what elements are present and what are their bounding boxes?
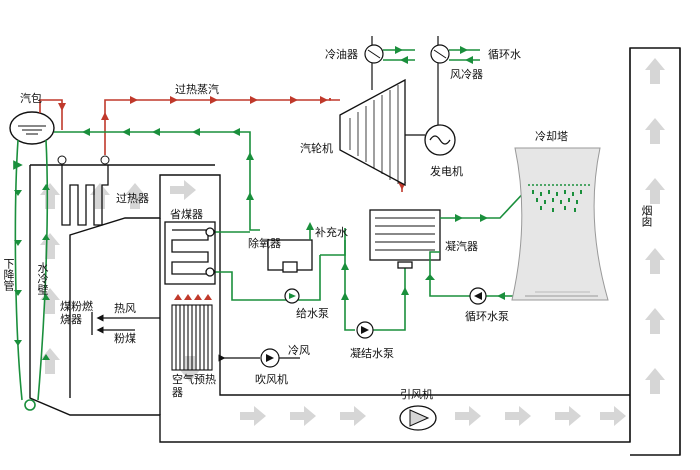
air-cooler	[430, 36, 450, 125]
label-pulverized-burner: 煤粉燃烧器	[60, 300, 93, 326]
label-steam-turbine: 汽轮机	[300, 141, 333, 155]
burner-feed-lines	[96, 314, 160, 334]
label-cooling-tower: 冷却塔	[535, 130, 568, 143]
label-water-wall-wrap: 水冷壁	[36, 262, 49, 295]
label-blower: 吹风机	[255, 372, 288, 386]
label-air-preheater-wrap: 空气预热器	[172, 373, 216, 399]
boiler-furnace	[29, 47, 681, 455]
condensate-pump	[356, 321, 374, 339]
flue-gas-arrows	[40, 58, 665, 426]
label-downcomer: 下降管	[2, 258, 15, 291]
steam-turbine	[339, 78, 406, 187]
feedwater-arrows	[82, 128, 254, 200]
steam-valves	[57, 155, 110, 165]
blower	[218, 348, 300, 368]
superheater-coils	[61, 165, 109, 226]
air-preheater	[171, 304, 213, 371]
cooling-tower	[511, 147, 609, 301]
label-air-preheater: 空气预热器	[172, 373, 216, 399]
label-hot-air: 热风	[114, 302, 136, 315]
label-feed-pump: 给水泵	[296, 307, 329, 320]
label-chimney-wrap: 烟囱	[640, 205, 653, 227]
steam-arrows	[58, 96, 406, 190]
label-air-cooler: 风冷器	[450, 68, 483, 81]
label-steam-drum: 汽包	[20, 91, 42, 105]
label-superheater: 过热器	[116, 192, 149, 205]
label-pulverized-coal: 粉煤	[114, 332, 136, 345]
label-cold-air: 冷风	[288, 344, 310, 357]
circulating-pump	[469, 287, 487, 305]
label-superheated-steam: 过热蒸汽	[175, 82, 219, 96]
label-makeup-water: 补充水	[315, 225, 348, 239]
downcomer-arrows	[14, 184, 50, 360]
oil-cooler	[364, 36, 384, 90]
label-generator: 发电机	[430, 164, 463, 178]
label-oil-cooler: 冷油器	[325, 47, 358, 61]
label-circulating-water-top: 循环水	[488, 48, 521, 61]
steam-drum	[9, 111, 55, 145]
label-burner-wrap: 煤粉燃烧器	[60, 300, 93, 326]
label-induced-fan: 引风机	[400, 387, 433, 401]
downcomer-loop	[14, 139, 49, 411]
label-condensate-pump: 凝结水泵	[350, 346, 394, 360]
deaerator	[267, 239, 313, 273]
cooler-arrows	[395, 46, 473, 64]
chimney	[629, 48, 681, 456]
label-downcomer-wrap: 下降管	[2, 258, 15, 291]
economizer	[164, 221, 216, 285]
label-water-wall: 水冷壁	[36, 262, 49, 295]
label-circ-pump: 循环水泵	[465, 310, 509, 323]
induced-fan	[399, 405, 437, 431]
preheater-marks	[174, 294, 212, 300]
label-deaerator: 除氧器	[248, 236, 281, 250]
label-chimney: 烟囱	[640, 205, 653, 227]
label-economizer: 省煤器	[170, 208, 203, 221]
generator	[405, 124, 456, 156]
cooling-arrows	[425, 214, 505, 300]
feed-pump	[284, 288, 300, 304]
condensate-arrows	[306, 222, 409, 300]
label-condenser: 凝汽器	[445, 239, 478, 253]
condenser	[369, 209, 441, 269]
